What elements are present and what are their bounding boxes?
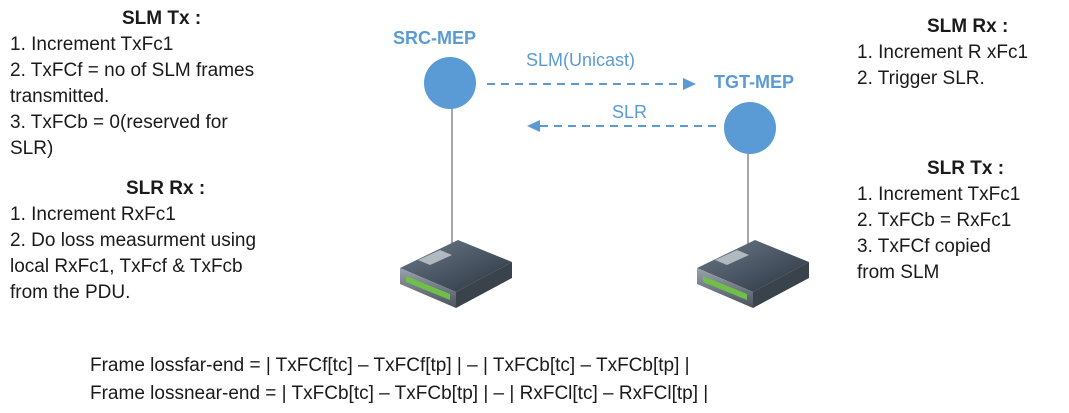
- tgt-switch-icon: [697, 240, 809, 308]
- slm-tx-line-4: 3. TxFCb = 0(reserved for: [10, 112, 228, 133]
- slm-tx-line-5: SLR): [10, 138, 54, 159]
- slr-message-label: SLR: [612, 102, 647, 122]
- slm-tx-block: SLM Tx : 1. Increment TxFc1 2. TxFCf = n…: [10, 6, 340, 162]
- formula-far-end: Frame lossfar-end = | TxFCf[tc] – TxFCf[…: [90, 355, 690, 376]
- slr-rx-block: SLR Rx : 1. Increment RxFc1 2. Do loss m…: [10, 176, 340, 306]
- slr-tx-line-2: 2. TxFCb = RxFc1: [857, 210, 1012, 231]
- formula-near-end: Frame lossnear-end = | TxFCb[tc] – TxFCb…: [90, 383, 709, 404]
- src-mep-label: SRC-MEP: [393, 28, 476, 48]
- slr-rx-line-3: local RxFc1, TxFcf & TxFcb: [10, 256, 243, 277]
- tgt-mep-node: [724, 102, 776, 154]
- slm-rx-block: SLM Rx : 1. Increment R xFc1 2. Trigger …: [857, 14, 1062, 92]
- src-mep-node: [424, 57, 476, 109]
- slm-tx-title: SLM Tx :: [122, 8, 202, 29]
- slm-rx-line-1: 1. Increment R xFc1: [857, 42, 1029, 63]
- slr-rx-title: SLR Rx :: [126, 178, 206, 199]
- slr-arrowhead-icon: [527, 120, 540, 132]
- slr-tx-line-1: 1. Increment TxFc1: [857, 184, 1021, 205]
- tgt-mep-label: TGT-MEP: [714, 72, 794, 92]
- slr-tx-line-4: from SLM: [857, 262, 940, 283]
- slm-rx-line-2: 2. Trigger SLR.: [857, 68, 985, 89]
- slm-rx-title: SLM Rx :: [927, 16, 1009, 37]
- slm-message-label: SLM(Unicast): [526, 50, 635, 70]
- slm-tx-line-2: 2. TxFCf = no of SLM frames: [10, 60, 255, 81]
- src-switch-icon: [400, 240, 512, 308]
- slr-tx-title: SLR Tx :: [927, 158, 1005, 179]
- slr-rx-line-4: from the PDU.: [10, 282, 131, 303]
- slr-tx-line-3: 3. TxFCf copied: [857, 236, 991, 257]
- slr-rx-line-1: 1. Increment RxFc1: [10, 204, 176, 225]
- slm-arrowhead-icon: [683, 78, 696, 90]
- slr-tx-block: SLR Tx : 1. Increment TxFc1 2. TxFCb = R…: [857, 156, 1062, 286]
- slm-tx-line-1: 1. Increment TxFc1: [10, 34, 174, 55]
- slr-rx-line-2: 2. Do loss measurment using: [10, 230, 257, 251]
- slm-tx-line-3: transmitted.: [10, 86, 110, 107]
